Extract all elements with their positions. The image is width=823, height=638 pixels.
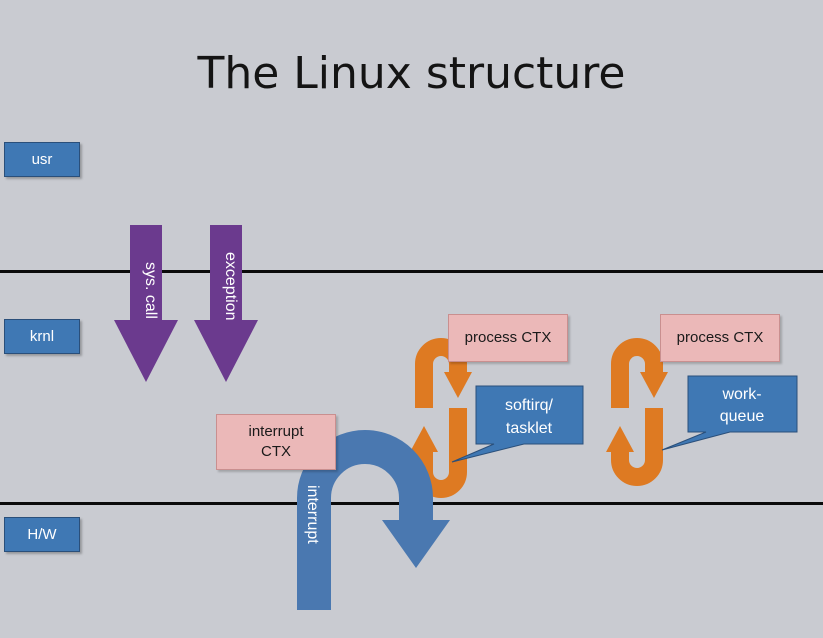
workqueue-callout-line2: queue	[720, 408, 765, 425]
interrupt-ctx-line2: CTX	[261, 443, 291, 460]
interrupt-label: interrupt	[304, 485, 321, 544]
interrupt-arrow: interrupt	[297, 430, 450, 610]
process-ctx-box-softirq: process CTX	[448, 314, 568, 362]
user-kernel-boundary-line	[0, 270, 823, 273]
page-title: The Linux structure	[197, 48, 626, 99]
exception-label: exception	[222, 252, 239, 321]
workqueue-loop-arrow	[606, 338, 668, 486]
workqueue-callout: work- queue	[661, 375, 798, 451]
layer-label-usr: usr	[4, 142, 80, 177]
softirq-callout: softirq/ tasklet	[451, 385, 584, 463]
workqueue-callout-line1: work-	[721, 386, 761, 403]
sys-call-label: sys. call	[142, 262, 159, 319]
softirq-callout-line1: softirq/	[505, 397, 554, 414]
layer-label-hw: H/W	[4, 517, 80, 552]
layer-label-krnl: krnl	[4, 319, 80, 354]
softirq-callout-line2: tasklet	[506, 420, 553, 437]
interrupt-ctx-line1: interrupt	[248, 423, 304, 440]
interrupt-ctx-box: interrupt CTX	[216, 414, 336, 470]
sys-call-arrow: sys. call	[114, 225, 178, 382]
process-ctx-box-workqueue: process CTX	[660, 314, 780, 362]
exception-arrow: exception	[194, 225, 258, 382]
